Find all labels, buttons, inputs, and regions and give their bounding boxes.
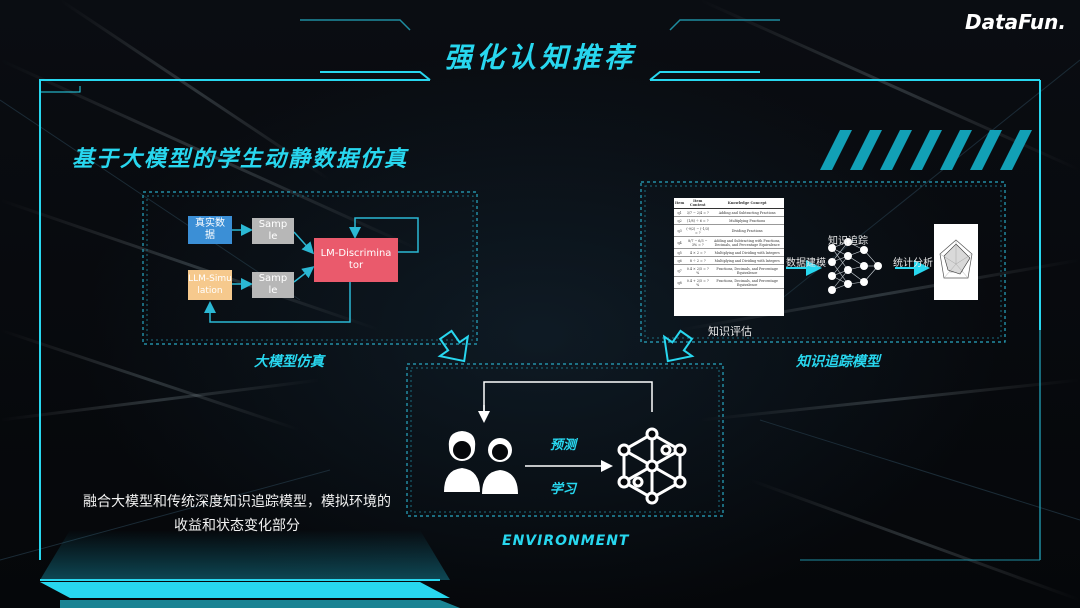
table-cell: Fractions, Decimals, and Percentage Equi… (710, 276, 784, 289)
table-cell: q7 (674, 264, 686, 277)
radar-chart-icon (934, 224, 978, 300)
table-cell: q3 (674, 224, 686, 237)
table-header-cell: Knowledge Concept (710, 198, 784, 209)
sample-node-top: Sample (252, 218, 294, 244)
table-cell: 8 ÷ 2 = ? (685, 256, 711, 265)
table-row: q2(1/8) ÷ 6 = ?Multiplying Fractions (674, 216, 784, 225)
table-cell: q4 (674, 236, 686, 249)
data-modeling-label: 数据建模 (786, 258, 826, 269)
table-cell: 0.4 + 2/5 = ? % (685, 276, 711, 289)
section-subtitle: 基于大模型的学生动静数据仿真 (72, 147, 409, 172)
page-title: 强化认知推荐 (443, 41, 636, 74)
sample-top-label: Sample (258, 219, 288, 242)
datafun-logo: DataFun. (965, 10, 1066, 34)
table-cell: Dividing Fractions (710, 224, 784, 237)
table-cell: Multiplying and Dividing with Integers (710, 256, 784, 265)
table-cell: Multiplying Fractions (710, 216, 784, 225)
environment-caption: ENVIRONMENT (502, 533, 630, 549)
table-header-cell: Item Content (685, 198, 711, 209)
right-panel-caption: 知识追踪模型 (796, 354, 880, 370)
table-cell: 3/7 − 2/4 = ? (685, 208, 711, 217)
table-header-row: Item Item Content Knowledge Concept (674, 198, 784, 209)
llm-simulation-node: LLM-Simulation (188, 270, 232, 300)
sample-node-bottom: Sample (252, 272, 294, 298)
knowledge-eval-label: 知识评估 (708, 325, 752, 338)
stat-analysis-label: 统计分析 (893, 258, 933, 269)
real-data-label: 真实数据 (195, 218, 225, 241)
predict-label: 预测 (550, 438, 577, 453)
table-cell: q1 (674, 208, 686, 217)
table-cell: q8 (674, 276, 686, 289)
learn-label: 学习 (550, 482, 577, 497)
table-cell: Adding and Subtracting with Fractions, D… (710, 236, 784, 249)
table-cell: 0.4 × 2/5 = ? % (685, 264, 711, 277)
network-graph-icon (617, 427, 687, 505)
lm-discriminator-node: LM-Discriminator (314, 238, 398, 282)
lm-discriminator-label: LM-Discriminator (320, 248, 392, 271)
llm-simulation-label: LLM-Simulation (188, 274, 232, 296)
sample-bottom-label: Sample (258, 273, 288, 296)
students-icon (444, 431, 518, 494)
description-text: 融合大模型和传统深度知识追踪模型，模拟环境的收益和状态变化部分 (83, 494, 391, 534)
left-panel-caption: 大模型仿真 (254, 354, 324, 370)
knowledge-tracing-label: 知识追踪 (828, 236, 868, 247)
table-cell: 4 × 2 = ? (685, 248, 711, 257)
table-header-cell: Item (674, 198, 686, 209)
table-cell: Fractions, Decimals, and Percentage Equi… (710, 264, 784, 277)
table-cell: q2 (674, 216, 686, 225)
neural-network-icon (828, 238, 882, 294)
table-cell: q5 (674, 248, 686, 257)
table-cell: Multiplying and Dividing with Integers (710, 248, 784, 257)
table-row: q3(-9/2) − (-1/3) = ?Dividing Fractions (674, 224, 784, 237)
table-cell: 8/7 − 6/3 − 3% = ? (685, 236, 711, 249)
table-cell: (1/8) ÷ 6 = ? (685, 216, 711, 225)
table-cell: (-9/2) − (-1/3) = ? (685, 224, 711, 237)
real-data-node: 真实数据 (188, 216, 232, 244)
table-cell: q6 (674, 256, 686, 265)
table-cell: Adding and Subtracting Fractions (710, 208, 784, 217)
